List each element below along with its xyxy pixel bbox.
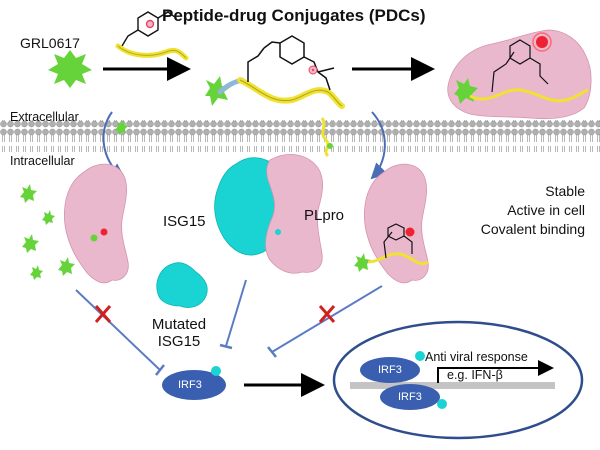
- grl0617-structure-icon: [121, 11, 177, 47]
- dna-strand: [350, 382, 555, 389]
- irf3-label: IRF3: [178, 379, 202, 391]
- ifn-beta-label: e.g. IFN-β: [447, 368, 503, 382]
- isg15-label: ISG15: [163, 213, 206, 230]
- irf3-nuclear-1: [360, 357, 420, 383]
- mutated-isg15-protein: [156, 262, 208, 308]
- entry-arrow-right: [370, 111, 388, 180]
- property-stable: Stable: [545, 183, 585, 199]
- plpro-bound-top: [447, 29, 592, 120]
- irf3-nuclear-label-2: IRF3: [398, 391, 422, 403]
- intracellular-label: Intracellular: [10, 154, 75, 168]
- mutated-isg15-label: Mutated ISG15: [151, 316, 207, 351]
- block-mark-right: [318, 305, 336, 323]
- inhibition-isg15: [225, 279, 247, 347]
- property-active: Active in cell: [507, 202, 585, 219]
- irf3-protein: [162, 370, 226, 400]
- diagram-title: Peptide-drug Conjugates (PDCs): [162, 6, 426, 25]
- cell-membrane: [0, 120, 600, 152]
- grl0617-label: GRL0617: [20, 35, 80, 51]
- irf3-nuclear-label-1: IRF3: [378, 364, 402, 376]
- block-mark-left: [94, 305, 112, 323]
- plpro-complex: [265, 154, 323, 274]
- property-list: Stable Active in cell Covalent binding: [450, 183, 585, 240]
- plpro-label: PLpro: [304, 207, 345, 224]
- irf3-nuclear-2: [380, 384, 440, 410]
- transcription-arrow: [437, 360, 554, 383]
- extracellular-label: Extracellular: [10, 110, 79, 124]
- plpro-left: [64, 163, 129, 284]
- grl0617-drug-icon: [48, 50, 92, 88]
- inhibition-right: [271, 285, 383, 353]
- peptide-crossing-icon: [320, 117, 330, 158]
- nucleus: [332, 320, 584, 440]
- pdc-conjugate-icon: [205, 35, 345, 109]
- property-covalent: Covalent binding: [480, 221, 585, 238]
- antiviral-response-label: Anti viral response: [425, 350, 528, 364]
- inhibition-left: [75, 289, 161, 371]
